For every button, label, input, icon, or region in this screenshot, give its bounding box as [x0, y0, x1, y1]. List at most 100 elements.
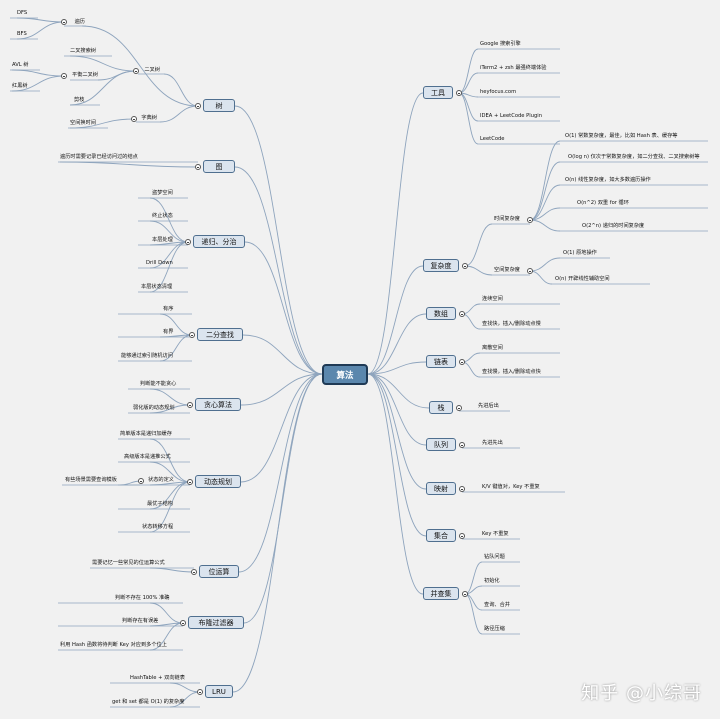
node-array[interactable]: 数组 [426, 307, 456, 320]
leaf-graph: 遍历时需要记录已经访问过的结点 [60, 153, 138, 160]
node-recursion[interactable]: 递归、分治 [193, 235, 245, 248]
collapse-toggle-bloom[interactable] [180, 620, 186, 626]
collapse-toggle-binary[interactable] [133, 68, 139, 74]
leaf-lru-1: get 和 set 都是 O(1) 的复杂度 [112, 698, 185, 705]
node-queue[interactable]: 队列 [426, 438, 456, 451]
node-bitop[interactable]: 位运算 [199, 565, 239, 578]
connector [464, 593, 483, 635]
collapse-toggle-set[interactable] [459, 533, 465, 539]
connector [16, 17, 65, 23]
root-node[interactable]: 算法 [322, 364, 368, 385]
collapse-toggle-lru[interactable] [197, 689, 203, 695]
collapse-toggle-bitop[interactable] [191, 569, 197, 575]
leaf-ll-0: 离散空间 [482, 344, 503, 351]
connector [169, 682, 201, 693]
c-tree-binary [163, 73, 199, 107]
connector [529, 161, 561, 221]
node-dp[interactable]: 动态规划 [195, 475, 241, 488]
leaf-stack-0: 先进后出 [478, 402, 499, 409]
collapse-toggle-queue[interactable] [459, 442, 465, 448]
leaf-bloom-1: 判断存在有误差 [122, 617, 159, 624]
connector [69, 70, 137, 106]
collapse-toggle-dp[interactable] [187, 479, 193, 485]
node-union-find[interactable]: 并查集 [423, 587, 459, 600]
connector-root-right-4 [367, 373, 430, 409]
connector-root-right-6 [367, 373, 427, 490]
connector-root-left-3 [242, 334, 323, 375]
collapse-toggle-space[interactable] [527, 268, 533, 274]
leaf-bs-1: 有界 [163, 328, 174, 335]
collapse-toggle-unionfind[interactable] [462, 591, 468, 597]
node-lru[interactable]: LRU [205, 685, 233, 698]
node-tree[interactable]: 树 [203, 99, 235, 112]
leaf-arr-0: 连续空间 [482, 295, 503, 302]
node-stack[interactable]: 栈 [429, 401, 453, 414]
connector [149, 220, 189, 243]
leaf-dp-2a: 有些场景需要查询模板 [65, 476, 117, 483]
collapse-toggle-linkedlist[interactable] [459, 359, 465, 365]
collapse-toggle-time[interactable] [527, 217, 533, 223]
leaf-dp-2: 状态的定义 [148, 476, 174, 483]
connector-root-left-7 [243, 373, 323, 624]
collapse-toggle-state[interactable] [138, 478, 144, 484]
connector [59, 161, 199, 168]
node-linkedlist[interactable]: 链表 [426, 355, 456, 368]
collapse-toggle-greedy[interactable] [187, 402, 193, 408]
leaf-tree-bst: 二叉搜索树 [70, 47, 96, 54]
connector [529, 270, 553, 285]
leaf-tools-0: Google 搜索引擎 [480, 40, 521, 47]
leaf-rec-3: Drill Down [146, 259, 173, 266]
collapse-toggle-complexity[interactable] [462, 263, 468, 269]
leaf-tree-prune: 剪枝 [74, 96, 85, 103]
connector-root-right-7 [367, 373, 427, 537]
node-tools[interactable]: 工具 [423, 86, 453, 99]
leaf-dp-3: 最优子结构 [147, 500, 173, 507]
collapse-toggle-graph[interactable] [195, 164, 201, 170]
connector-root-right-1 [367, 265, 424, 375]
collapse-toggle-recursion[interactable] [185, 239, 191, 245]
leaf-queue-0: 先进先出 [482, 439, 503, 446]
leaf-tools-2: heyfocus.com [480, 88, 517, 95]
leaf-rec-0: 盗梦空间 [152, 189, 173, 196]
leaf-tree-rb: 红黑树 [12, 82, 28, 89]
watermark: 知乎 @小综哥 [581, 683, 702, 704]
connector [149, 388, 191, 406]
c-tree-trie [159, 105, 199, 123]
leaf-dp-0: 简单版本是递归加缓存 [120, 430, 172, 437]
connector [149, 602, 184, 624]
collapse-toggle-tools[interactable] [456, 90, 462, 96]
connector [464, 593, 483, 611]
connector [149, 197, 189, 243]
node-graph[interactable]: 图 [203, 160, 235, 173]
collapse-toggle-traverse[interactable] [61, 19, 67, 25]
node-complexity[interactable]: 复杂度 [423, 259, 459, 272]
node-bloom[interactable]: 布隆过滤器 [188, 616, 244, 629]
collapse-toggle-array[interactable] [459, 311, 465, 317]
leaf-tree-dfs: DFS [17, 9, 28, 16]
collapse-toggle-binsearch[interactable] [189, 332, 195, 338]
node-greedy[interactable]: 贪心算法 [195, 398, 241, 411]
node-map[interactable]: 映射 [426, 482, 456, 495]
collapse-toggle-map[interactable] [459, 486, 465, 492]
node-binary-search[interactable]: 二分查找 [197, 328, 243, 341]
leaf-map-0: K/V 键值对，Key 不重复 [482, 483, 540, 490]
connector-root-left-6 [238, 373, 323, 573]
connector-root-left-5 [240, 373, 323, 483]
collapse-toggle-stack[interactable] [456, 405, 462, 411]
connector [16, 21, 65, 40]
leaf-cx-space: 空间复杂度 [494, 266, 520, 273]
collapse-toggle-tree[interactable] [195, 103, 201, 109]
leaf-tools-1: iTerm2 + zsh 最强终端体验 [480, 64, 547, 71]
connector [458, 48, 479, 94]
leaf-tree-binary: 二叉树 [144, 66, 160, 73]
collapse-toggle-balanced[interactable] [61, 73, 67, 79]
collapse-toggle-trie[interactable] [131, 116, 137, 122]
c-tree-traverse [81, 25, 199, 107]
connector [461, 361, 481, 378]
node-set[interactable]: 集合 [426, 529, 456, 542]
connector [461, 313, 481, 330]
connector [159, 313, 193, 336]
connector [169, 691, 201, 708]
